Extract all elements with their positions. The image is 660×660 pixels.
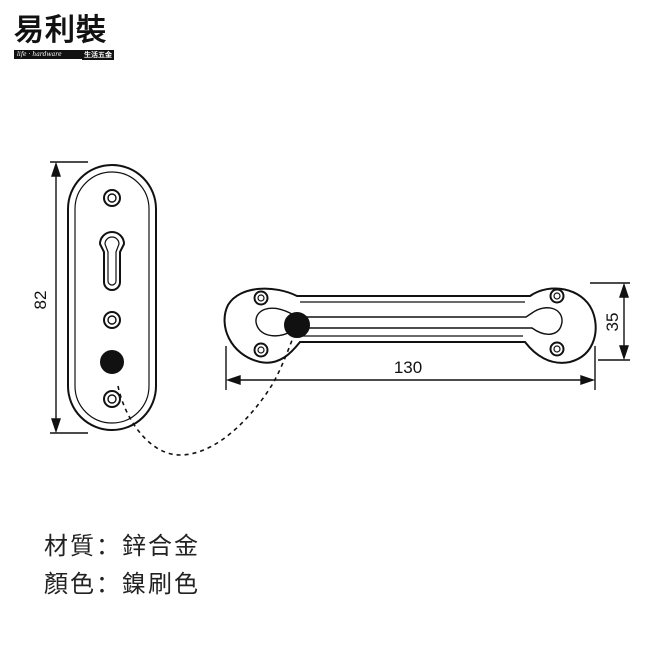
spec-color: 顏色：鎳刷色 — [44, 564, 200, 599]
spec-material-value: 鋅合金 — [122, 532, 200, 560]
guard-bar-outline — [223, 287, 597, 364]
screw-hole-middle — [103, 311, 121, 329]
length-dimension-label: 130 — [394, 358, 422, 377]
spec-material-label: 材質 — [44, 532, 96, 560]
guard-screw-br — [549, 341, 565, 357]
spec-color-value: 鎳刷色 — [122, 570, 200, 598]
brand-subtitle-bar: life · hardware 生活五金 — [14, 49, 114, 60]
chain-dashed-path — [117, 329, 297, 456]
brand-subtitle-en: life · hardware — [17, 51, 62, 58]
spec-material-separator: ： — [96, 532, 122, 560]
chain-anchor-knob — [100, 350, 124, 374]
door-plate-inner-outline — [74, 171, 150, 424]
spec-material: 材質：鋅合金 — [44, 526, 200, 561]
guard-slot — [255, 307, 563, 337]
width-dimension — [590, 282, 630, 361]
brand-subtitle-zh: 生活五金 — [82, 49, 114, 60]
chain-end-ball — [284, 312, 310, 338]
height-dimension — [50, 161, 88, 434]
length-dimension — [225, 346, 596, 390]
door-plate-outline — [67, 164, 157, 431]
door-plate — [67, 164, 157, 431]
screw-hole-bottom — [103, 390, 121, 408]
guard-screw-tr — [549, 288, 565, 304]
keyhole-slot — [98, 231, 126, 291]
guard-screw-bl — [253, 342, 269, 358]
brand-logo: 易利裝 life · hardware 生活五金 — [14, 13, 114, 60]
guard-screw-tl — [253, 290, 269, 306]
height-dimension-label: 82 — [31, 291, 50, 310]
screw-hole-top — [103, 189, 121, 207]
brand-title: 易利裝 — [14, 13, 107, 48]
spec-color-separator: ： — [96, 570, 122, 598]
chain-guard-bar — [223, 287, 597, 364]
spec-color-label: 顏色 — [44, 570, 96, 598]
width-dimension-label: 35 — [603, 313, 622, 332]
